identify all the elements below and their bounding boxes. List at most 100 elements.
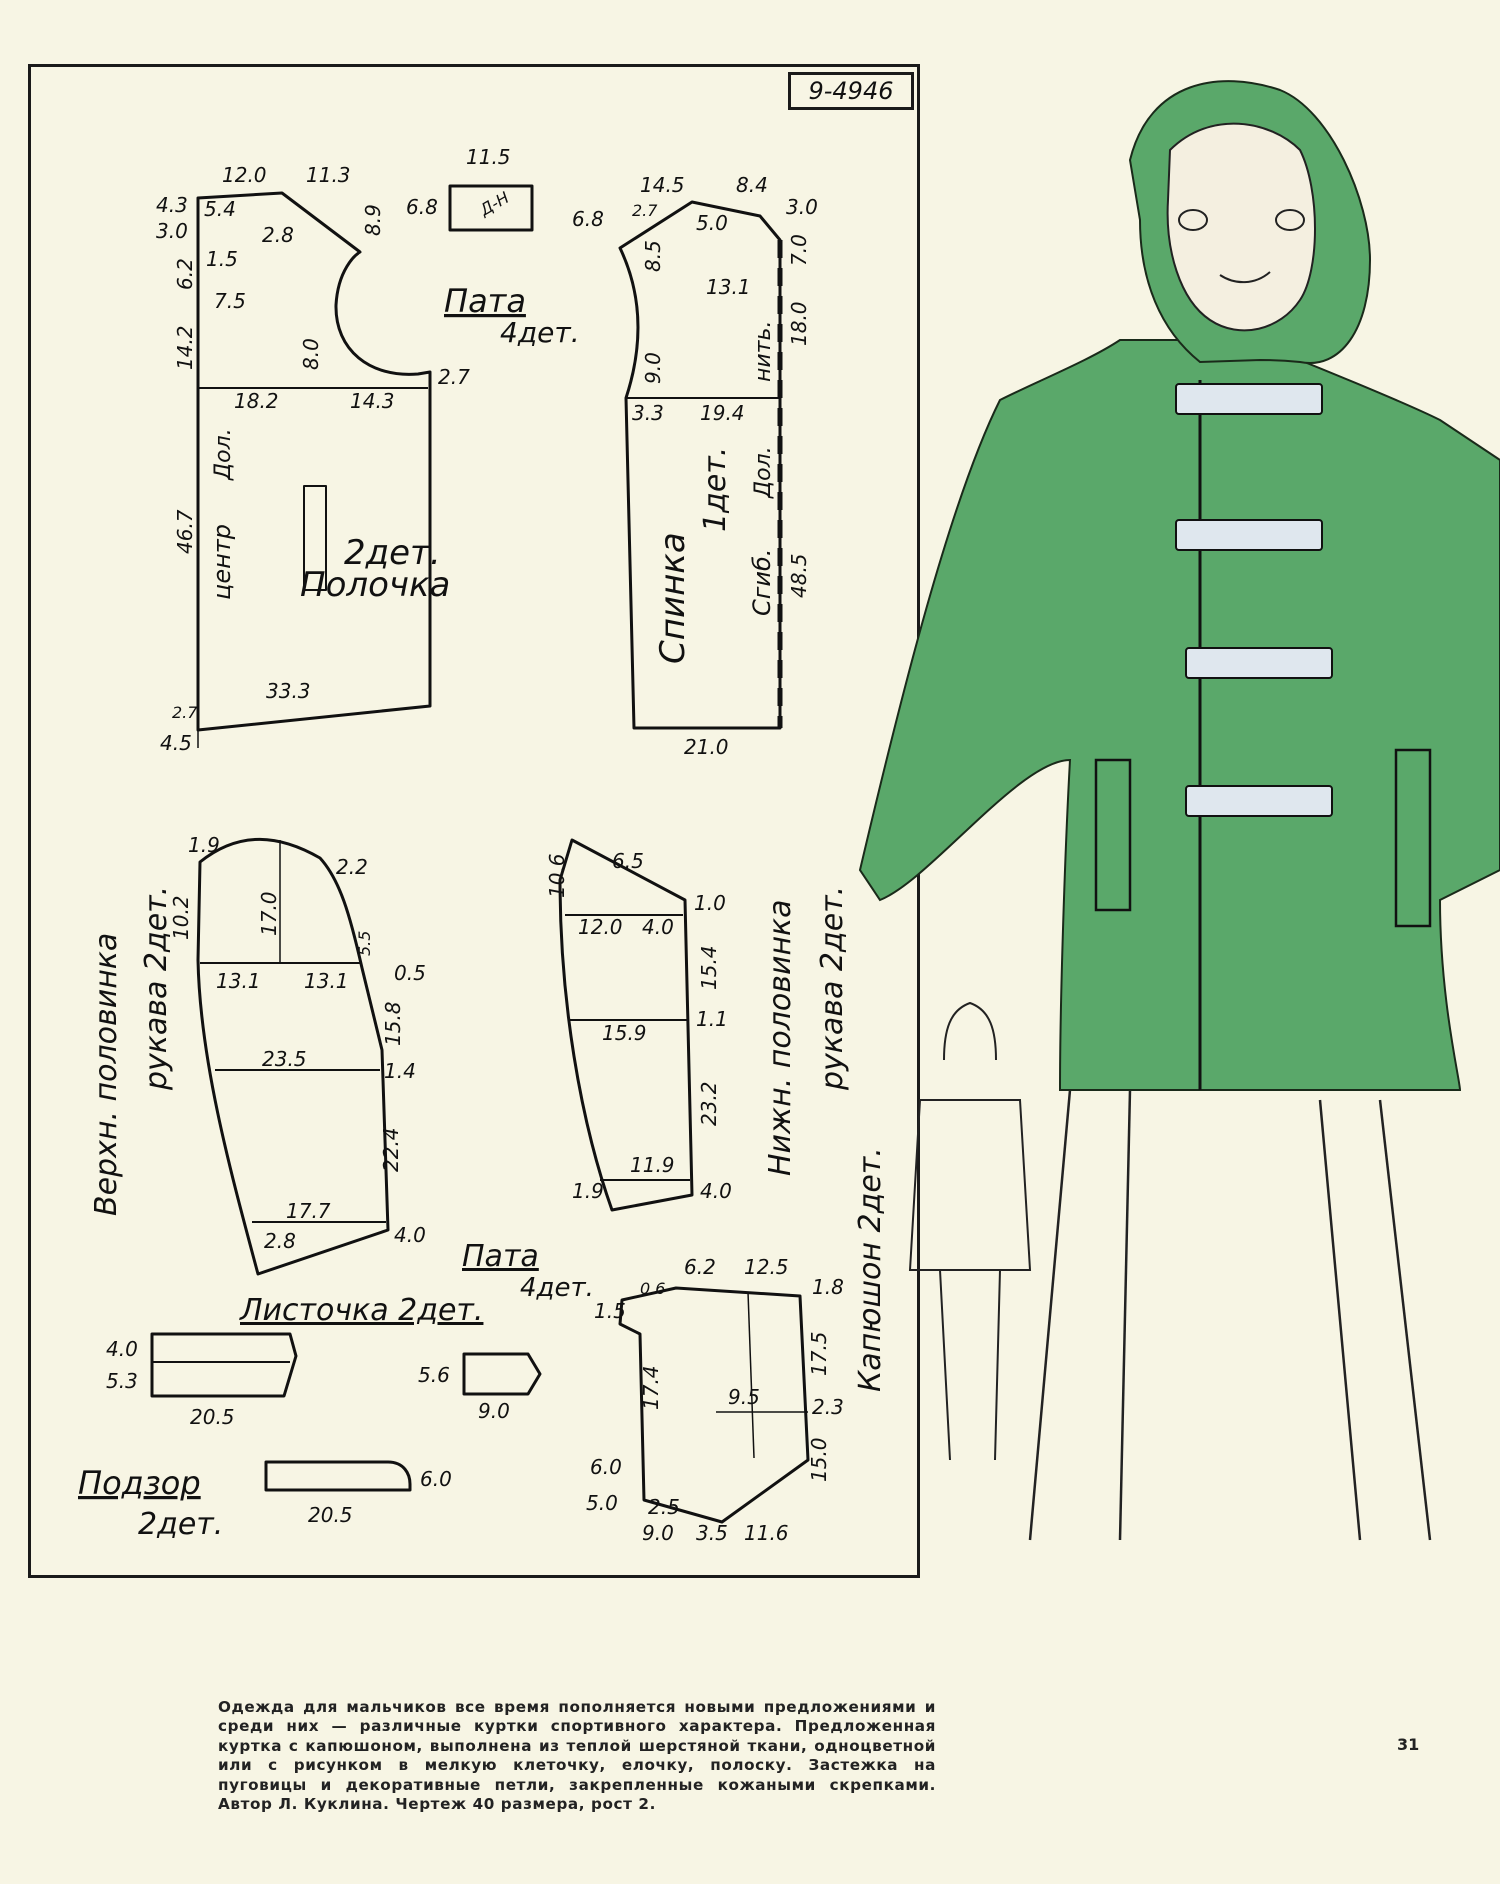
front-center-label: центр [208, 524, 236, 600]
hood-dim-15: 3.5 [696, 1521, 728, 1545]
lower-sleeve-dim-8: 1.1 [696, 1007, 728, 1031]
lower-sleeve-outline [558, 838, 694, 1212]
front-dim-1: 12.0 [222, 163, 267, 187]
pata-bottom-count: 4дет. [520, 1273, 594, 1303]
upper-sleeve-outline [196, 837, 390, 1276]
front-dim-17: 2.7 [172, 703, 198, 722]
lower-sleeve-label-1: Нижн. половинка [763, 899, 798, 1176]
pattern-code: 9-4946 [788, 72, 914, 110]
front-dim-19: 4.5 [160, 731, 192, 755]
front-dim-18: 33.3 [266, 679, 311, 703]
front-dim-7: 8.9 [361, 204, 385, 236]
back-dim-9: 13.1 [706, 275, 751, 299]
back-count: 1дет. [698, 447, 733, 532]
pata-top-name: Пата [444, 282, 526, 320]
front-dim-6: 2.8 [262, 223, 294, 247]
hood-dim-8: 9.5 [728, 1385, 760, 1409]
pata-top-dim-2: 6.8 [406, 195, 438, 219]
back-dim-7: 8.5 [641, 240, 665, 272]
hood-dim-10: 6.0 [590, 1455, 622, 1479]
jacket-body [858, 339, 1500, 1091]
caption-text: Одежда для мальчиков все время пополняет… [218, 1698, 936, 1814]
back-dim-10: 18.0 [787, 301, 811, 346]
back-dim-12: 3.3 [632, 401, 664, 425]
front-dim-14: 18.2 [234, 389, 279, 413]
back-view-figure [908, 1001, 1032, 1461]
front-dim-10: 7.5 [214, 289, 246, 313]
upper-sleeve-label-1: Верхн. половинка [89, 933, 124, 1216]
hood-dim-1: 0.6 [640, 1279, 665, 1298]
hood-dim-5: 1.5 [594, 1299, 626, 1323]
upper-sleeve-dim-2: 2.2 [336, 855, 368, 879]
upper-sleeve-dim-7: 13.1 [304, 969, 349, 993]
upper-sleeve-dim-11: 1.4 [384, 1059, 416, 1083]
lower-sleeve-dim-7: 15.9 [602, 1021, 647, 1045]
hood-dim-14: 9.0 [642, 1521, 674, 1545]
hood-dim-13: 15.0 [807, 1437, 831, 1482]
hood-name: Капюшон 2дет. [853, 1147, 888, 1392]
front-dim-15: 14.3 [350, 389, 395, 413]
front-piece-outline [196, 191, 432, 732]
hood-dim-11: 5.0 [586, 1491, 618, 1515]
pata-bottom-dim-2: 9.0 [478, 1399, 510, 1423]
back-dim-4: 2.7 [632, 201, 658, 220]
lower-sleeve-label-2: рукава 2дет. [815, 886, 850, 1091]
back-thread-label: нить. [751, 321, 776, 382]
face [1166, 122, 1316, 332]
upper-sleeve-dim-3: 10.2 [169, 895, 193, 940]
lower-sleeve-dim-2: 6.5 [612, 849, 644, 873]
front-dim-5: 3.0 [156, 219, 188, 243]
front-dim-11: 14.2 [173, 325, 197, 370]
left-pocket [1094, 758, 1132, 912]
upper-sleeve-dim-8: 0.5 [394, 961, 426, 985]
podzor-count: 2дет. [138, 1507, 223, 1542]
back-name: Спинка [653, 532, 693, 664]
back-grain-label: Дол. [751, 446, 776, 499]
pata-bottom-dim-1: 5.6 [418, 1363, 450, 1387]
pata-top-outline [448, 184, 534, 232]
back-dim-13: 19.4 [700, 401, 745, 425]
hood-dim-3: 12.5 [744, 1255, 789, 1279]
back-fold-label: Сгиб. [748, 549, 776, 616]
podzor-name: Подзор [78, 1464, 201, 1502]
upper-sleeve-dim-9: 15.8 [381, 1001, 405, 1046]
hood-dim-7: 17.5 [807, 1331, 831, 1376]
lower-sleeve-dim-11: 1.9 [572, 1179, 604, 1203]
hood-dim-12: 2.5 [648, 1495, 680, 1519]
pata-top-inner: Д-Н [476, 188, 513, 220]
upper-sleeve-dim-6: 13.1 [216, 969, 261, 993]
front-dim-13: 2.7 [438, 365, 470, 389]
pata-top-dim-1: 11.5 [466, 145, 511, 169]
lower-sleeve-dim-4: 12.0 [578, 915, 623, 939]
back-dim-8: 7.0 [787, 234, 811, 266]
lower-sleeve-dim-1: 10.6 [545, 853, 569, 898]
pata-bottom-name: Пата [462, 1239, 539, 1274]
hood-dim-4: 1.8 [812, 1275, 844, 1299]
boy-jacket-illustration [858, 80, 1500, 1541]
hood-dim-2: 6.2 [684, 1255, 716, 1279]
front-name: Полочка [300, 565, 450, 605]
upper-sleeve-dim-5: 5.5 [355, 931, 374, 956]
hood-dim-6: 17.4 [639, 1365, 663, 1410]
front-grain-label: Дол. [211, 428, 236, 481]
upper-sleeve-dim-15: 4.0 [394, 1223, 426, 1247]
front-dim-12: 8.0 [299, 338, 323, 370]
podzor-outline [264, 1460, 412, 1492]
listochka-dim-2: 5.3 [106, 1369, 138, 1393]
front-dim-8: 6.2 [173, 258, 197, 290]
back-dim-15: 21.0 [684, 735, 729, 759]
front-dim-3: 4.3 [156, 193, 188, 217]
front-count: 2дет. [344, 533, 441, 573]
podzor-dim-1: 6.0 [420, 1467, 452, 1491]
right-pocket [1394, 748, 1432, 928]
lower-sleeve-dim-10: 11.9 [630, 1153, 675, 1177]
listochka-dim-3: 20.5 [190, 1405, 235, 1429]
upper-sleeve-dim-1: 1.9 [188, 833, 220, 857]
hood-outline [618, 1286, 810, 1524]
lower-sleeve-dim-5: 4.0 [642, 915, 674, 939]
front-dim-9: 1.5 [206, 247, 238, 271]
hood-dim-9: 2.3 [812, 1395, 844, 1419]
lower-sleeve-dim-9: 23.2 [697, 1081, 721, 1126]
back-dim-14: 48.5 [787, 553, 811, 598]
upper-sleeve-dim-12: 22.4 [379, 1127, 403, 1172]
